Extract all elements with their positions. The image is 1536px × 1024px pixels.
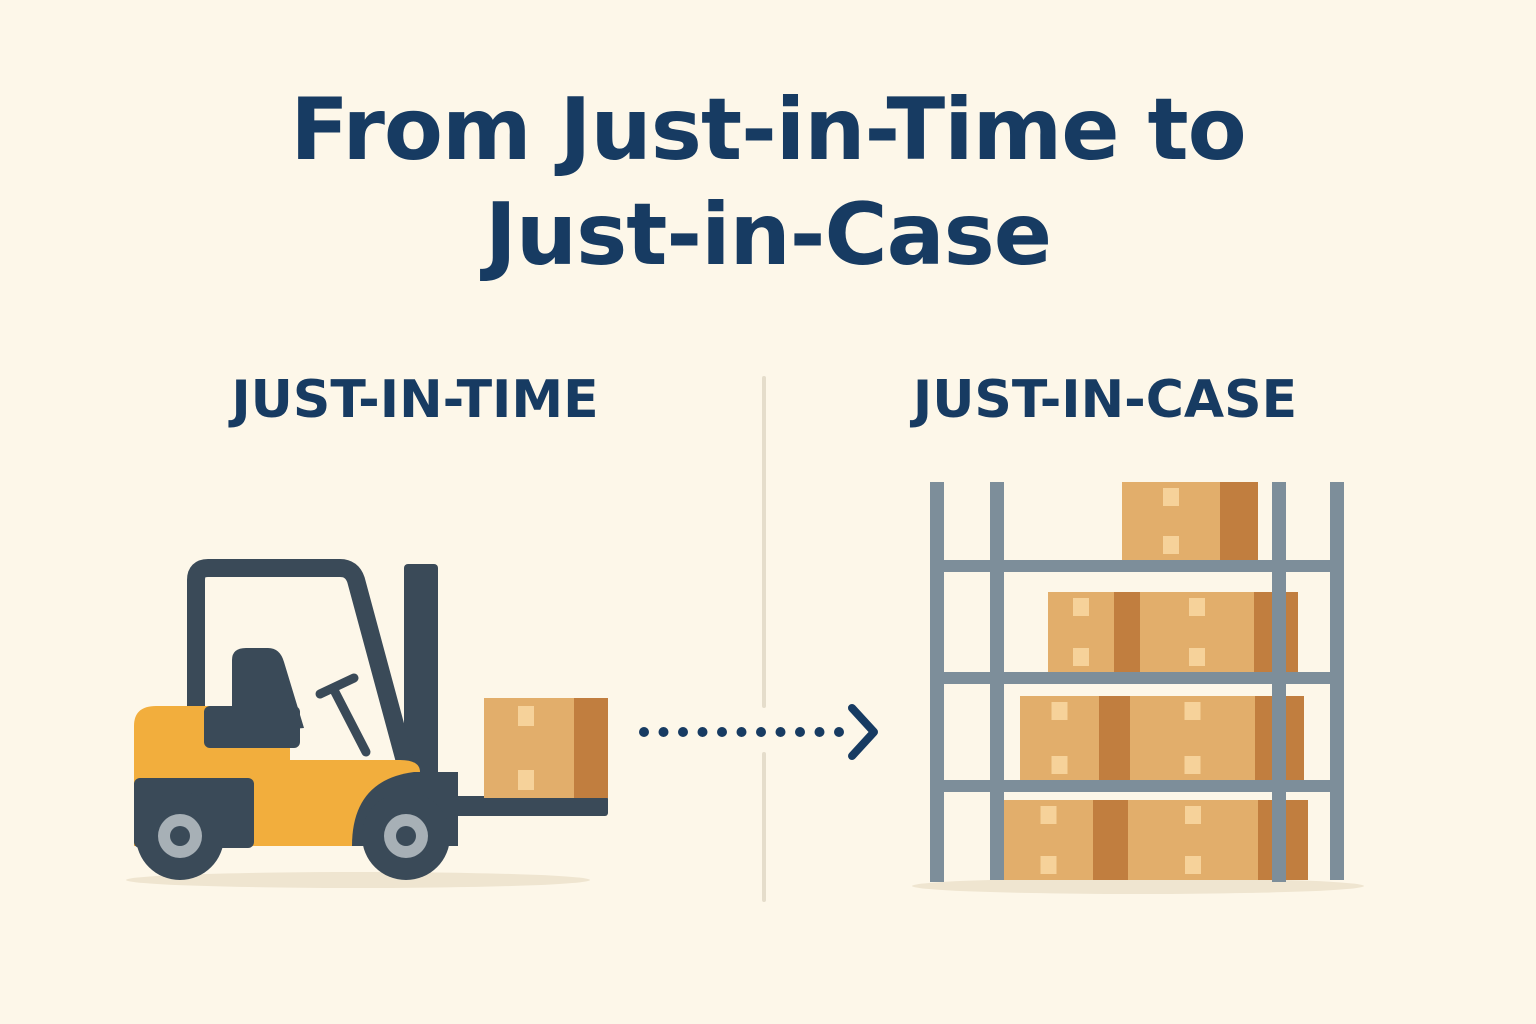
shelf-box <box>1048 592 1140 672</box>
arrow-dot <box>775 727 786 737</box>
title-line-2: Just-in-Case <box>484 184 1052 285</box>
shelf-beam-1 <box>930 560 1342 572</box>
shelf-post-front-right <box>1272 482 1286 882</box>
forklift-mast <box>404 564 438 816</box>
forklift-rear-wheel <box>136 792 224 880</box>
shelf-box <box>1128 800 1308 880</box>
shelf-box <box>1122 482 1258 560</box>
title-line-1: From Just-in-Time to <box>290 80 1246 180</box>
dotted-arrow-connector <box>639 704 878 760</box>
arrow-head-icon <box>848 704 878 760</box>
arrow-dot <box>639 727 649 737</box>
forklift-icon <box>126 559 608 888</box>
shelf-beam-3 <box>930 780 1342 792</box>
arrow-dot <box>678 727 688 737</box>
arrow-dot <box>756 727 766 737</box>
shelf-shadow <box>912 878 1364 894</box>
arrow-dot <box>736 727 747 737</box>
forklift-box <box>484 698 608 798</box>
arrow-dot <box>795 727 805 737</box>
arrow-dot <box>717 727 727 737</box>
forklift-fork <box>430 796 608 816</box>
page-title: From Just-in-Time to Just-in-Case <box>0 78 1536 288</box>
forklift-seat-base <box>204 706 300 748</box>
arrow-dot <box>658 727 669 737</box>
forklift-front-wheel <box>362 792 450 880</box>
forklift-steering-wheel <box>315 673 359 699</box>
shelf-post-front-left <box>930 482 944 882</box>
forklift-shadow <box>126 872 590 888</box>
forklift-cage <box>187 559 419 783</box>
shelf-box <box>1020 696 1130 780</box>
shelf-beam-2 <box>930 672 1342 684</box>
arrow-dot <box>697 727 708 737</box>
arrow-dot <box>814 727 825 737</box>
forklift-steering-column <box>329 685 371 757</box>
just-in-case-label: JUST-IN-CASE <box>912 370 1298 430</box>
arrow-dot <box>834 727 844 737</box>
warehouse-shelf-icon <box>912 482 1364 894</box>
shelf-box <box>1004 800 1128 880</box>
just-in-time-label: JUST-IN-TIME <box>231 370 599 430</box>
